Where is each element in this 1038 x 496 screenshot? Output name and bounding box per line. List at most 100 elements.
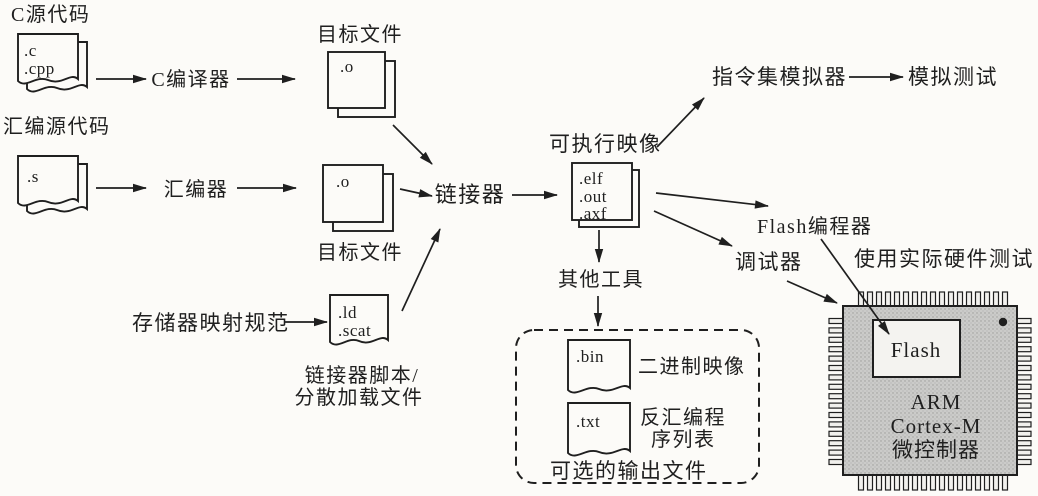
label-optional-output-files: 可选的输出文件	[550, 459, 708, 483]
chip-pin	[965, 291, 973, 307]
chip-pin	[875, 291, 883, 307]
label-object-file-top: 目标文件	[317, 23, 403, 46]
chip-pin	[1015, 411, 1032, 419]
label-assembler: 汇编器	[164, 178, 229, 201]
chip-pin	[1015, 402, 1032, 409]
label-executable-image: 可执行映像	[549, 132, 662, 156]
arrow-debugger-to-chip	[786, 280, 838, 304]
label-disassembly-2: 序列表	[651, 428, 716, 451]
label-asm-source: 汇编源代码	[3, 115, 111, 138]
label-linker-script-2: 分散加载文件	[295, 386, 424, 409]
chip-pin	[893, 291, 901, 307]
label-c-source: C源代码	[11, 3, 90, 26]
chip-pin	[920, 291, 928, 307]
chip-pin	[974, 474, 982, 491]
arrow-scat-to-linker	[401, 228, 441, 312]
label-flash-programmer: Flash编程器	[757, 215, 872, 238]
chip-pin	[1015, 355, 1032, 362]
chip-pin	[828, 393, 844, 400]
chip-pin	[947, 291, 955, 307]
chip-pins-bottom	[857, 474, 1009, 491]
label-object-file-mid: 目标文件	[317, 241, 403, 264]
chip-pin	[1015, 383, 1032, 390]
chip-pin	[828, 346, 844, 353]
chip-pin	[828, 355, 844, 362]
chip-pin	[983, 291, 991, 307]
chip-pin	[1015, 458, 1032, 466]
object-mid-ext: .o	[336, 172, 350, 191]
chip-pin	[828, 364, 844, 372]
chip-pin	[965, 474, 973, 491]
chip-pin	[828, 317, 844, 325]
chip-pin	[866, 474, 874, 491]
chip-pin	[956, 291, 964, 307]
flash-block-label: Flash	[891, 338, 942, 362]
c-source-file-icon: .c .cpp	[17, 33, 88, 93]
chip-pin	[828, 327, 844, 334]
chip-pin	[884, 291, 892, 307]
chip-pin	[884, 474, 892, 491]
label-hardware-test: 使用实际硬件测试	[854, 247, 1034, 271]
chip-pin	[857, 474, 865, 491]
chip-pin	[911, 291, 919, 307]
chip-pin	[1015, 440, 1032, 447]
chip-pin	[1001, 474, 1009, 491]
arrow-elf-to-simulator	[656, 97, 705, 148]
chip-pin	[1015, 336, 1032, 343]
chip-label-mcu: 微控制器	[892, 438, 980, 462]
bin-file-icon: .bin	[567, 339, 631, 394]
chip-pin	[902, 291, 910, 307]
chip-pin	[974, 291, 982, 307]
arrow-objecttop-to-linker	[392, 124, 433, 165]
chip-pin	[828, 458, 844, 466]
chip-pins-left	[828, 317, 844, 466]
bin-ext: .bin	[576, 347, 604, 366]
chip-pin	[956, 474, 964, 491]
diagram-labels: C源代码 目标文件 C编译器 汇编源代码 汇编器 目标文件 链接器 可执行映像 …	[3, 3, 1034, 483]
s-file-ext: .s	[27, 167, 39, 186]
exec-ext-3: .axf	[579, 204, 607, 223]
label-binary-image: 二进制映像	[638, 355, 746, 378]
label-linker: 链接器	[435, 182, 506, 207]
flow-arrows	[96, 72, 904, 335]
txt-file-icon: .txt	[567, 402, 631, 457]
chip-pin	[828, 336, 844, 343]
c-file-ext-1: .c	[24, 41, 37, 60]
chip-pins-right	[1015, 317, 1032, 466]
chip-pin	[1015, 374, 1032, 381]
exec-ext-1: .elf	[579, 169, 603, 188]
object-top-ext: .o	[340, 57, 354, 76]
executable-image-file-icon: .elf .out .axf	[571, 162, 640, 228]
c-file-ext-2: .cpp	[24, 59, 55, 78]
chip-pin	[929, 474, 937, 491]
chip-pin	[992, 291, 1000, 307]
linker-script-file-icon: .ld .scat	[329, 294, 389, 346]
label-linker-script-1: 链接器脚本/	[305, 364, 420, 387]
arrow-elf-to-debugger	[653, 210, 733, 247]
chip-pin	[1001, 291, 1009, 307]
chip-pin	[1015, 393, 1032, 400]
label-memory-map-spec: 存储器映射规范	[132, 311, 290, 335]
chip-pin	[902, 474, 910, 491]
chip-pin	[828, 402, 844, 409]
label-simulation-test: 模拟测试	[908, 65, 998, 89]
microcontroller-chip: Flash ARM Cortex-M 微控制器	[828, 291, 1032, 491]
chip-pin	[1015, 364, 1032, 372]
chip-pin	[828, 440, 844, 447]
exec-ext-2: .out	[579, 187, 607, 206]
chip-pin	[938, 291, 946, 307]
chip-pin	[1015, 430, 1032, 437]
chip-pin	[828, 449, 844, 456]
label-disassembly-1: 反汇编程	[640, 406, 726, 429]
chip-label-cortex-m: Cortex-M	[891, 414, 982, 438]
object-file-top-icon: .o	[327, 51, 396, 118]
chip-pin	[828, 374, 844, 381]
chip-pin	[1015, 346, 1032, 353]
chip-pin	[992, 474, 1000, 491]
arrow-objectmid-to-linker	[399, 188, 433, 198]
label-instruction-set-simulator: 指令集模拟器	[712, 65, 847, 89]
chip-pin	[828, 430, 844, 437]
chip-pin	[1015, 449, 1032, 456]
chip-label-arm: ARM	[911, 390, 962, 414]
